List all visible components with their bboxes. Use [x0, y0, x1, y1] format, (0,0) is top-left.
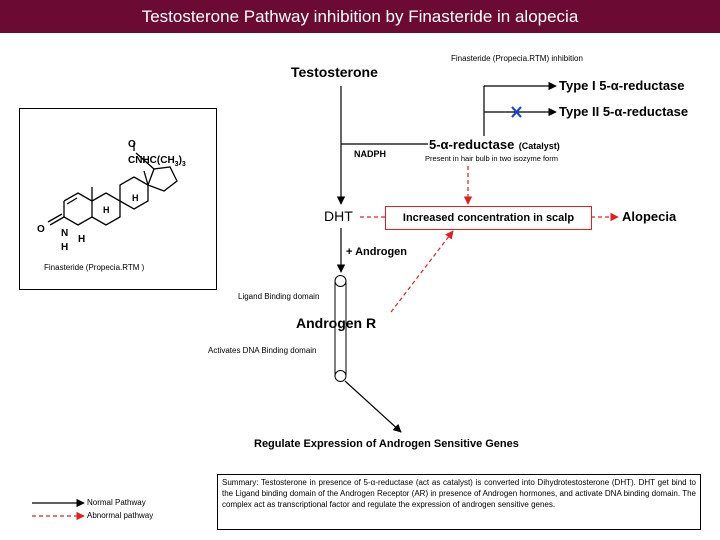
node-testosterone: Testosterone [291, 64, 378, 80]
node-type2-reductase: Type II 5-α-reductase [559, 104, 689, 119]
receptor-cylinder [334, 275, 347, 382]
mol-n: N [61, 228, 68, 239]
node-5a-reductase: 5-α-reductase (Catalyst) [429, 136, 560, 154]
node-androgen-receptor: Androgen R [296, 315, 377, 331]
catalyst-label: (Catalyst) [518, 141, 560, 151]
mol-h-ring: H [78, 234, 85, 245]
mol-h-b: H [132, 193, 139, 203]
label-nadph: NADPH [354, 149, 387, 159]
increased-concentration-box: Increased concentration in scalp [385, 206, 592, 230]
page-title: Testosterone Pathway inhibition by Finas… [141, 7, 579, 26]
summary-box: Summary: Testosterone in presence of 5-α… [217, 474, 701, 530]
mol-o-top: O [128, 139, 136, 150]
arrow-receptor-genes [344, 380, 402, 433]
molecule-caption: Finasteride (Propecia.RTM ) [44, 263, 145, 272]
mol-o-left: O [37, 224, 45, 235]
reductase-label: 5-α-reductase [429, 137, 515, 152]
node-dht: DHT [324, 208, 353, 224]
node-regulate-genes: Regulate Expression of Androgen Sensitiv… [254, 438, 519, 450]
label-ligand-domain: Ligand Binding domain [238, 292, 320, 301]
mol-h-a: H [103, 205, 110, 215]
finasteride-structure: O CNHC(CH3)3 O N H H H H [37, 139, 186, 253]
label-dna-domain: Activates DNA Binding domain [208, 346, 317, 355]
inhibition-mark [511, 106, 522, 118]
finasteride-structure-box: O CNHC(CH3)3 O N H H H H Finasteride (Pr… [19, 108, 217, 290]
legend-abnormal: Abnormal pathway [87, 511, 154, 520]
mol-h-n: H [61, 242, 68, 253]
label-finasteride-inhibition: Finasteride (Propecia.RTM) inhibition [451, 54, 583, 63]
label-isozyme-note: Present in hair bulb in two isozyme form [425, 154, 558, 163]
increased-concentration-label: Increased concentration in scalp [402, 212, 575, 224]
label-plus-androgen: + Androgen [346, 246, 408, 258]
node-type1-reductase: Type I 5-α-reductase [559, 78, 685, 93]
abnormal-receptor-box [390, 230, 454, 313]
mol-group: CNHC(CH3)3 [128, 155, 186, 168]
legend-normal: Normal Pathway [87, 498, 146, 507]
node-alopecia: Alopecia [622, 209, 677, 224]
title-bar [0, 0, 720, 33]
